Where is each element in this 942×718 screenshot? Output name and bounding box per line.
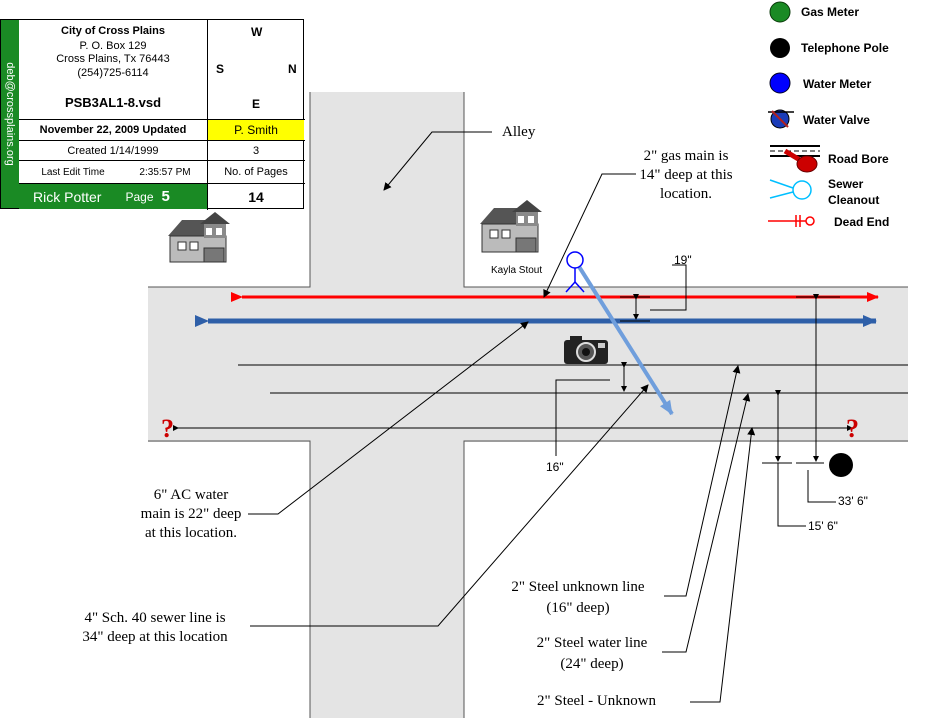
compass-west: W	[251, 25, 263, 39]
org-name: City of Cross Plains	[61, 25, 165, 37]
po-box: P. O. Box 129	[79, 39, 147, 52]
house-kayla-stout-icon	[480, 200, 542, 253]
legend-road-bore: Road Bore	[828, 152, 889, 166]
created-number: 3	[252, 144, 260, 157]
city-address: Cross Plains, Tx 76443	[56, 52, 170, 65]
water-main-note-line: main is 22" deep	[140, 506, 242, 522]
sewer-line	[576, 263, 674, 416]
dimension-15-6	[762, 390, 806, 527]
house-icon	[168, 212, 230, 263]
legend-water-meter: Water Meter	[803, 77, 872, 91]
compass-north: N	[288, 62, 297, 76]
sewer-line-note-line: 34" deep at this location	[82, 629, 228, 645]
legend-water-valve: Water Valve	[803, 113, 870, 127]
dimension-33-6-label: 33' 6"	[838, 494, 868, 508]
editor-name: P. Smith	[208, 120, 304, 140]
steel-unknown-note: 2" Steel unknown line (16" deep)	[494, 577, 662, 619]
compass-south: S	[216, 62, 225, 76]
edit-time-label: Last Edit Time	[41, 166, 105, 178]
telephone-pole-icon	[829, 453, 853, 477]
pages-count: 14	[248, 188, 264, 205]
dimension-16-label: 16"	[546, 460, 564, 474]
dead-end-icon	[768, 215, 815, 227]
steel-water-note: 2" Steel water line (24" deep)	[522, 633, 662, 675]
sewer-cleanout-icon	[565, 251, 585, 293]
dimension-15-6-label: 15' 6"	[808, 519, 838, 533]
leader-lines	[248, 131, 756, 703]
steel-unknown-note-line: (16" deep)	[546, 600, 610, 616]
water-meter-icon	[769, 72, 791, 94]
resident-name: Kayla Stout	[491, 265, 543, 276]
legend-gas-meter: Gas Meter	[801, 5, 860, 19]
gas-main-note: 2" gas main is 14" deep at this location…	[630, 147, 742, 204]
water-valve-icon	[768, 109, 794, 129]
pages-label: No. of Pages	[224, 166, 288, 178]
unknown-east-mark: ?	[846, 414, 859, 443]
file-name: PSB3AL1-8.vsd	[64, 94, 162, 110]
email-strip: deb@crossplains.org	[1, 20, 19, 208]
page-number: 5	[161, 188, 170, 205]
sewer-cleanout-legend-icon	[769, 179, 812, 200]
water-main-note: 6" AC water main is 22" deep at this loc…	[126, 486, 256, 543]
updated-date: November 22, 2009 Updated	[39, 124, 187, 136]
title-block: deb@crossplains.org City of Cross Plains…	[0, 19, 305, 210]
dimension-19-label: 19"	[674, 253, 692, 267]
south-road	[310, 441, 464, 718]
legend-dead-end: Dead End	[834, 215, 890, 229]
alley-road	[310, 92, 464, 288]
legend-cleanout: Cleanout	[828, 193, 880, 207]
unknown-west-mark: ?	[161, 414, 174, 443]
steel-water-note-line: 2" Steel water line	[536, 635, 648, 651]
dimension-16	[555, 362, 638, 456]
water-main-note-line: 6" AC water	[153, 487, 229, 503]
telephone-pole-legend-icon	[770, 38, 790, 58]
author-name: Rick Potter	[33, 188, 102, 205]
created-date: Created 1/14/1999	[67, 144, 159, 157]
page-label: Page	[125, 189, 154, 204]
steel-water-note-line: (24" deep)	[560, 656, 624, 672]
edit-time: 2:35:57 PM	[139, 166, 191, 178]
sewer-line-note-line: 4" Sch. 40 sewer line is	[84, 610, 226, 626]
alley-label: Alley	[502, 124, 536, 140]
gas-main-note-line: 14" deep at this	[639, 167, 733, 183]
dimension-19	[620, 264, 687, 322]
steel-unknown2-note: 2" Steel - Unknown	[537, 693, 657, 709]
water-main-note-line: at this location.	[144, 525, 238, 541]
author-bar: Rick Potter Page 5	[19, 184, 207, 209]
sewer-line-note: 4" Sch. 40 sewer line is 34" deep at thi…	[58, 609, 252, 647]
dimension-33-6	[796, 294, 840, 503]
email-text: deb@crossplains.org	[4, 62, 16, 166]
legend-sewer: Sewer	[828, 177, 864, 191]
compass-east: E	[252, 97, 261, 111]
road-bore-icon	[770, 145, 820, 173]
steel-unknown-note-line: 2" Steel unknown line	[511, 579, 645, 595]
gas-meter-icon	[769, 1, 791, 23]
camera-icon	[564, 336, 608, 364]
legend-telephone-pole: Telephone Pole	[801, 41, 889, 55]
gas-main-note-line: 2" gas main is	[643, 148, 729, 164]
gas-main-note-line: location.	[659, 186, 713, 202]
phone: (254)725-6114	[77, 66, 149, 79]
